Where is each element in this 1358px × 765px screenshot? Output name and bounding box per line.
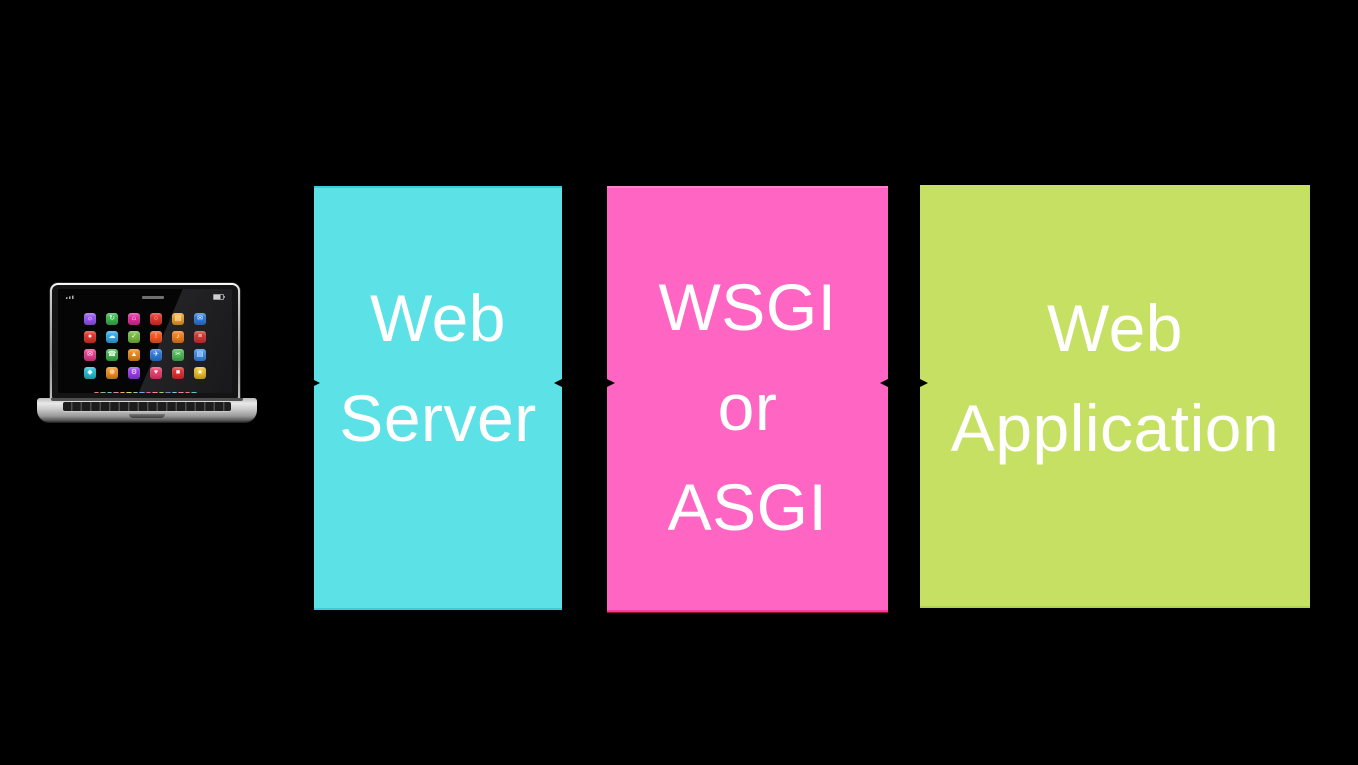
app-icon: ✉ <box>194 313 206 325</box>
node-label-line: or <box>717 370 778 444</box>
dock-icon <box>171 392 177 393</box>
dock-icon <box>100 392 106 393</box>
node-web-server: Web Server <box>314 186 562 610</box>
app-icon: ↻ <box>106 313 118 325</box>
app-icon: ✓ <box>128 331 140 343</box>
node-wsgi-asgi: WSGI or ASGI <box>607 186 888 612</box>
node-label-line: Web <box>1046 290 1183 365</box>
node-web-application-label: Web Application <box>951 278 1279 478</box>
dock-icon <box>178 392 184 393</box>
battery-icon <box>213 294 225 300</box>
app-icon: ▤ <box>172 313 184 325</box>
app-icon: ★ <box>194 367 206 379</box>
app-icon: ! <box>150 331 162 343</box>
app-icon: ○ <box>150 313 162 325</box>
laptop-keyboard <box>63 402 231 411</box>
dock-icon <box>152 392 158 393</box>
app-icon: ■ <box>172 367 184 379</box>
app-icon: ☼ <box>84 313 96 325</box>
laptop-app-grid: ☼ ↻ ⌂ ○ ▤ ✉ ● ☁ ✓! ♪ ≡ ✉ ☎ ▲ ✈ ✂ ▤ ◆ ⊕ ⚙ ♥ ■ ★ <box>84 313 206 379</box>
dock-icon <box>93 392 99 393</box>
app-icon: ● <box>84 331 96 343</box>
node-label-line: WSGI <box>658 270 837 344</box>
app-icon: ☎ <box>106 349 118 361</box>
dock-icon <box>165 392 171 393</box>
app-icon: ≡ <box>194 331 206 343</box>
app-icon: ◆ <box>84 367 96 379</box>
app-icon: ✉ <box>84 349 96 361</box>
dock-icon <box>184 392 190 393</box>
laptop-status-bar <box>66 294 225 300</box>
laptop-base <box>37 398 257 422</box>
laptop-trackpad-notch <box>129 414 165 418</box>
node-label-line: Server <box>339 381 537 455</box>
app-icon: ♥ <box>150 367 162 379</box>
app-icon: ⚙ <box>128 367 140 379</box>
dock-icon <box>106 392 112 393</box>
laptop-bezel: ☼ ↻ ⌂ ○ ▤ ✉ ● ☁ ✓! ♪ ≡ ✉ ☎ ▲ ✈ ✂ ▤ ◆ ⊕ ⚙ ♥ ■ ★ <box>52 285 238 398</box>
app-icon: ⊕ <box>106 367 118 379</box>
dock-icon <box>145 392 151 393</box>
laptop-dock <box>58 392 232 393</box>
node-label-line: ASGI <box>667 470 828 544</box>
app-icon: ☁ <box>106 331 118 343</box>
dock-icon <box>113 392 119 393</box>
clock-indicator <box>142 295 164 299</box>
app-icon: ⌂ <box>128 313 140 325</box>
laptop-hinge <box>51 398 243 401</box>
node-wsgi-asgi-label: WSGI or ASGI <box>659 257 837 557</box>
app-icon: ✈ <box>150 349 162 361</box>
client-laptop: ☼ ↻ ⌂ ○ ▤ ✉ ● ☁ ✓! ♪ ≡ ✉ ☎ ▲ ✈ ✂ ▤ ◆ ⊕ ⚙ ♥ ■ ★ <box>37 283 257 425</box>
arrow-laptop-to-webserver <box>249 376 320 390</box>
app-icon: ▲ <box>128 349 140 361</box>
node-label-line: Web <box>369 281 506 355</box>
dock-icon <box>158 392 164 393</box>
app-icon: ♪ <box>172 331 184 343</box>
dock-icon <box>126 392 132 393</box>
laptop-screen-glass: ☼ ↻ ⌂ ○ ▤ ✉ ● ☁ ✓! ♪ ≡ ✉ ☎ ▲ ✈ ✂ ▤ ◆ ⊕ ⚙ ♥ ■ ★ <box>58 289 232 393</box>
node-web-server-label: Web Server <box>339 268 536 468</box>
dock-icon <box>119 392 125 393</box>
signal-icon <box>66 295 75 299</box>
arrow-webserver-to-wsgi <box>554 376 615 390</box>
app-icon: ✂ <box>172 349 184 361</box>
dock-icon <box>132 392 138 393</box>
node-web-application: Web Application <box>920 185 1310 608</box>
laptop-screen: ☼ ↻ ⌂ ○ ▤ ✉ ● ☁ ✓! ♪ ≡ ✉ ☎ ▲ ✈ ✂ ▤ ◆ ⊕ ⚙ ♥ ■ ★ <box>50 283 240 400</box>
node-label-line: Application <box>950 390 1280 465</box>
dock-icon <box>139 392 145 393</box>
app-icon: ▤ <box>194 349 206 361</box>
dock-icon <box>191 392 197 393</box>
